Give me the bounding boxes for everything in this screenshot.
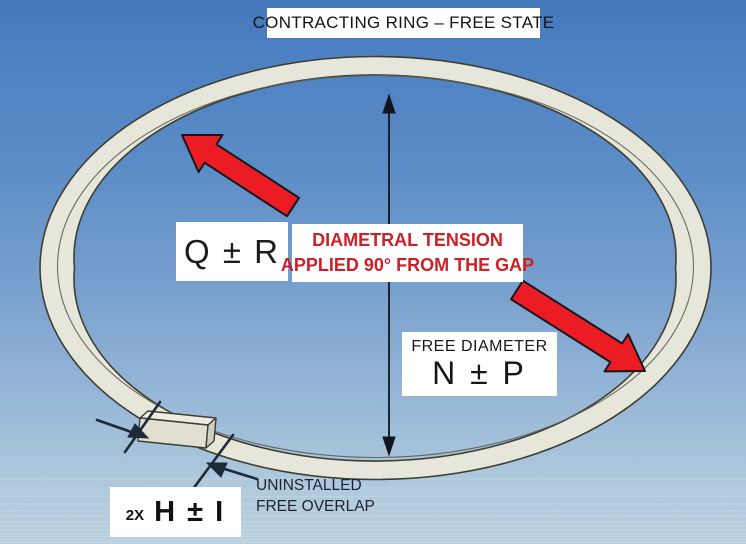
overlap-qty: 2X: [125, 506, 145, 524]
overlap-value: H ± I: [154, 495, 226, 528]
tension-note-line1: DIAMETRAL TENSION: [312, 230, 503, 250]
diagram-title-box: CONTRACTING RING – FREE STATE: [253, 8, 554, 38]
overlap-dimension-ticks: [95, 400, 259, 491]
diagram-title: CONTRACTING RING – FREE STATE: [252, 13, 555, 32]
tension-note-box: DIAMETRAL TENSION APPLIED 90° FROM THE G…: [281, 224, 534, 282]
free-diameter-value: N ± P: [432, 355, 527, 391]
overlap-note: UNINSTALLED FREE OVERLAP: [256, 475, 375, 517]
free-diameter-label-box: FREE DIAMETER N ± P: [402, 332, 557, 396]
gap-overlap-block: [137, 410, 217, 449]
tension-arrow-lower-right: [510, 279, 646, 373]
overlap-note-line1: UNINSTALLED: [256, 477, 362, 494]
overlap-dimension-label-box: 2X H ± I: [110, 487, 241, 537]
free-diameter-caption: FREE DIAMETER: [411, 338, 548, 355]
ring: [39, 55, 712, 481]
overlap-note-line2: FREE OVERLAP: [256, 498, 375, 515]
gap-dimension-label: Q ± R: [184, 232, 280, 270]
tension-note-line2: APPLIED 90° FROM THE GAP: [280, 255, 535, 275]
ring-band: [39, 55, 712, 481]
ring-edge-line: [56, 74, 695, 459]
tension-arrow-upper-left: [181, 134, 300, 218]
gap-dimension-label-box: Q ± R: [176, 222, 288, 281]
